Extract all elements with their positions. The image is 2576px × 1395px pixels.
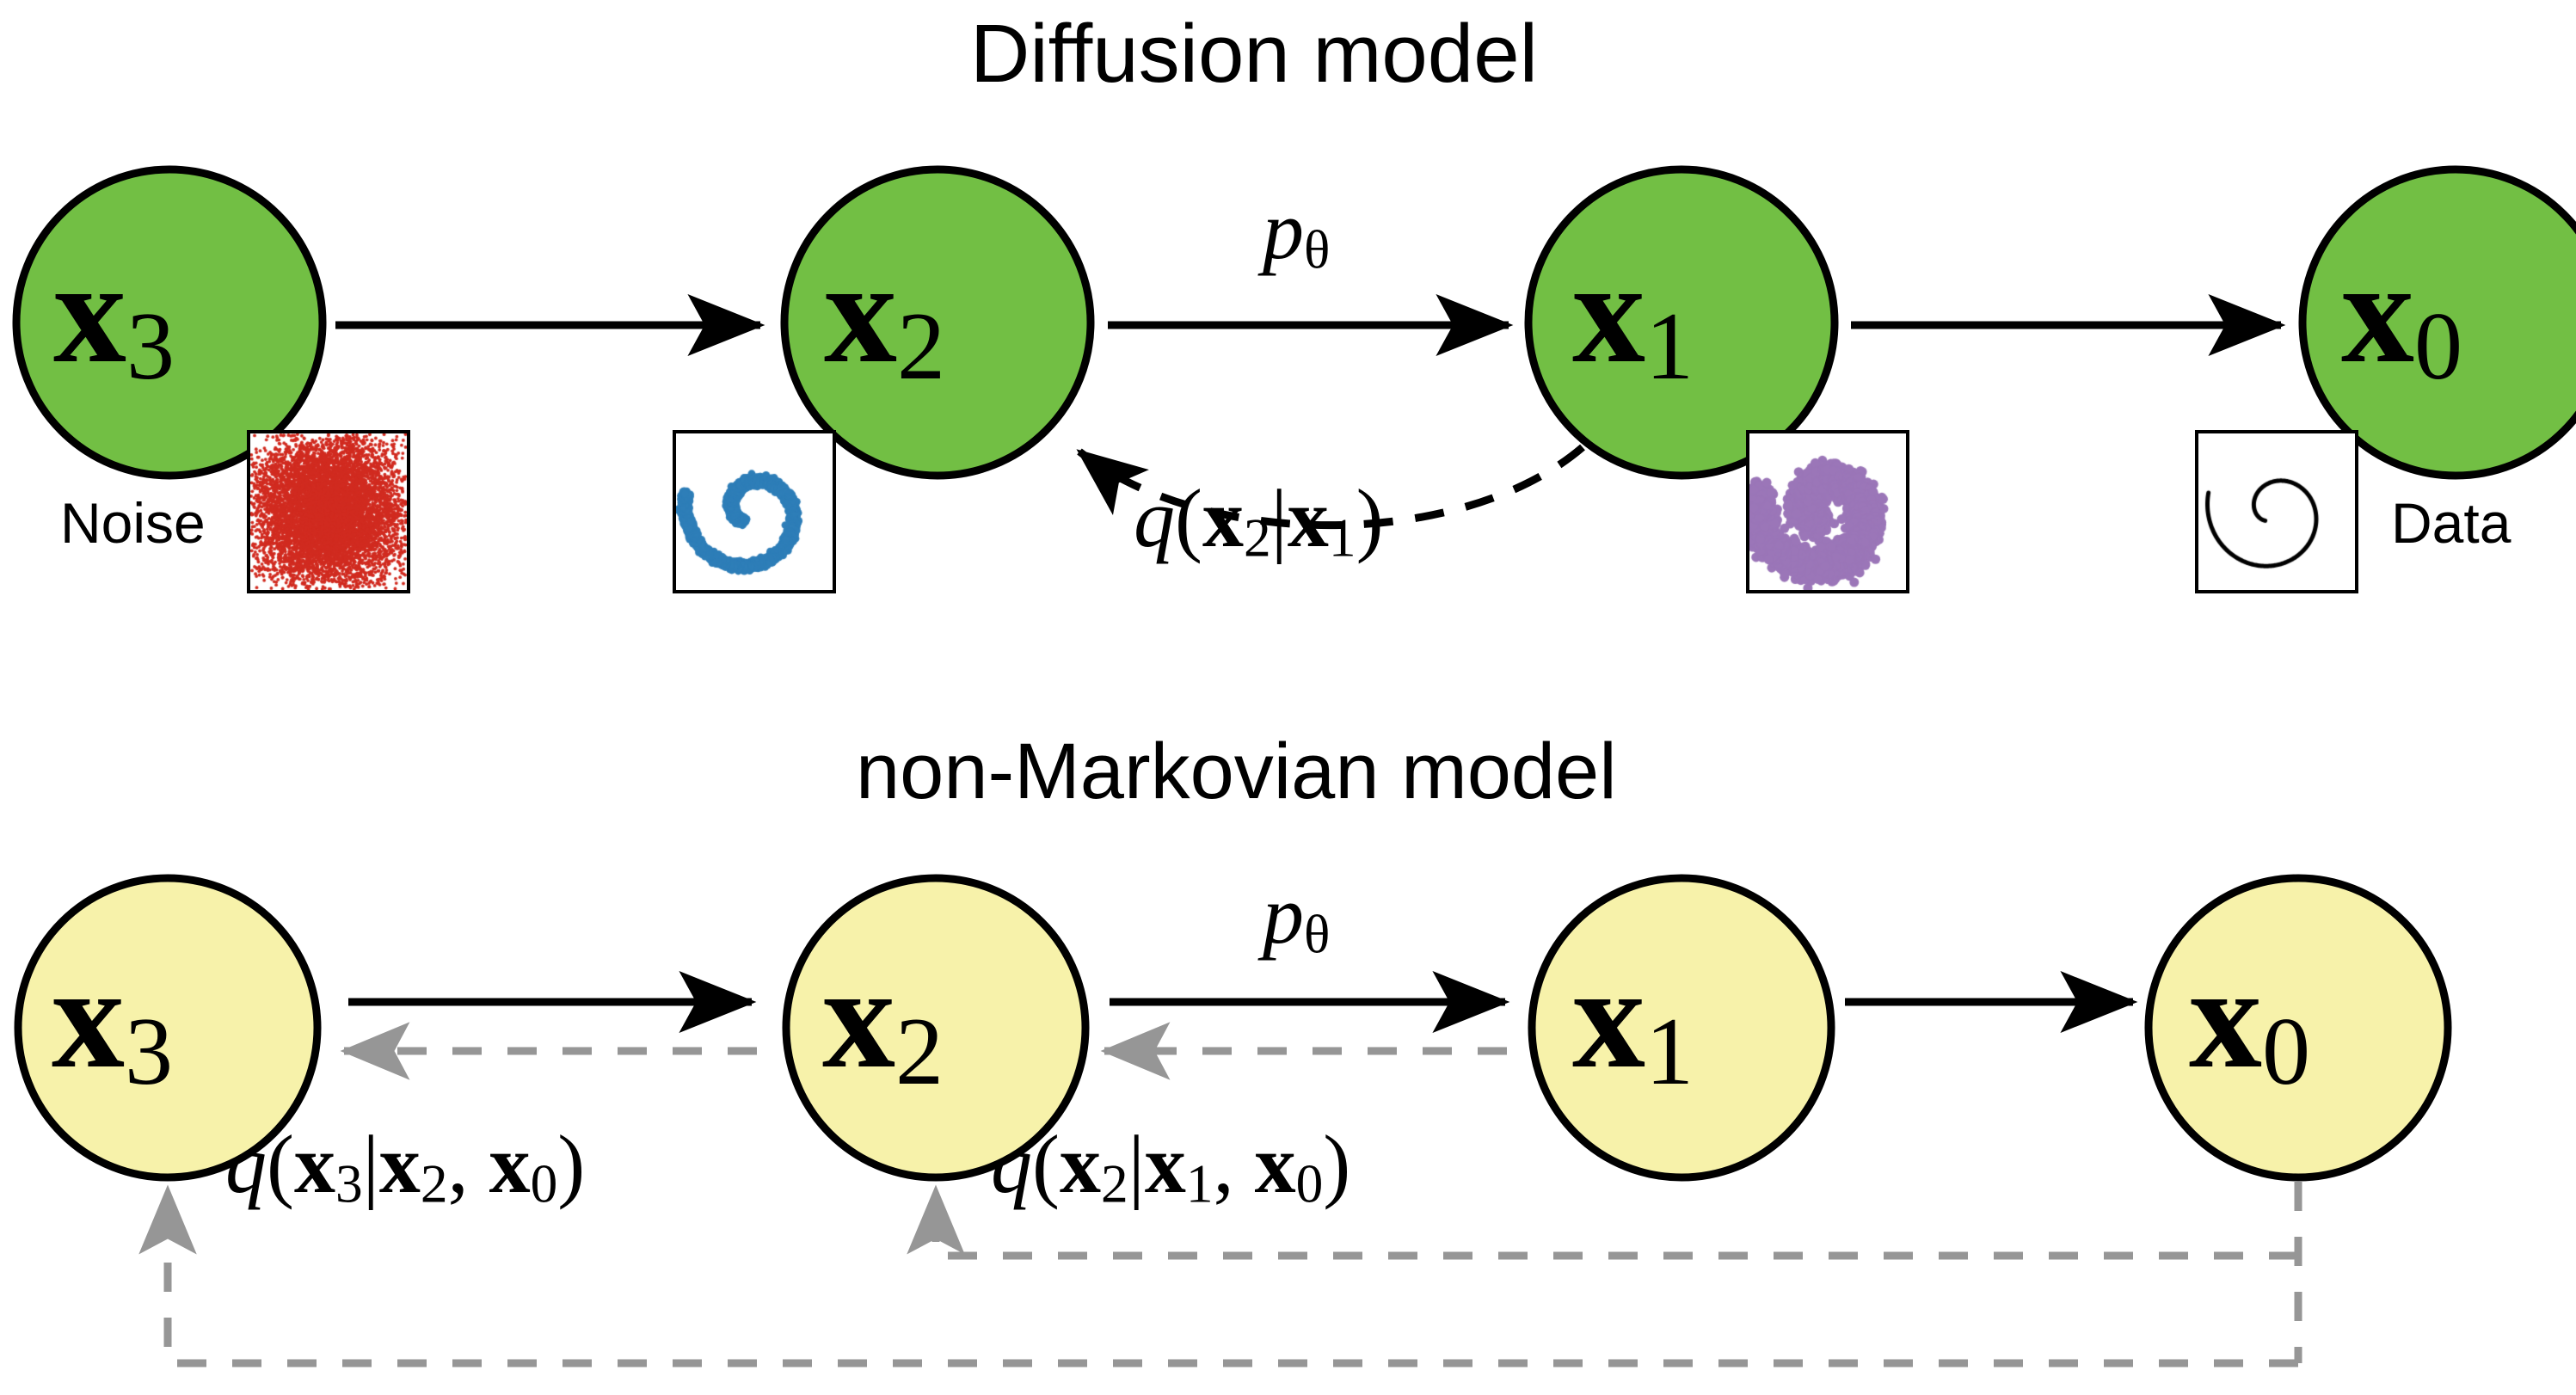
q3-arg3-var: x: [1254, 1118, 1296, 1210]
lparen-3: (: [1032, 1118, 1060, 1210]
node-sub-x3: 3: [126, 293, 175, 401]
q2-arg3-var: x: [489, 1118, 531, 1210]
node-sub-nx1: 1: [1645, 999, 1694, 1106]
q3-arg2-var: x: [1144, 1118, 1186, 1210]
noise-sample-image: [250, 433, 407, 590]
comma-2: ,: [447, 1118, 469, 1210]
edge-label-p-theta-bottom: pθ: [1263, 874, 1330, 962]
q1-arg1-sub: 2: [1243, 507, 1271, 568]
q2-arg3-sub: 0: [530, 1153, 558, 1214]
node-sub-x0: 0: [2414, 293, 2463, 401]
node-var-nx3: x: [52, 937, 125, 1098]
q2-arg2-var: x: [378, 1118, 421, 1210]
spiral-black-thumbnail-box: [2195, 430, 2358, 593]
q2-arg1-sub: 3: [335, 1153, 363, 1214]
node-x2-circle[interactable]: [780, 165, 1095, 480]
feedback-rail-lower-to-x3: [138, 1184, 2298, 1367]
cond-bar-3: |: [1128, 1118, 1145, 1210]
node-label-x3: x3: [53, 239, 175, 395]
node-nx3-circle[interactable]: [14, 874, 322, 1182]
diffusion-panel-title: Diffusion model: [970, 8, 1538, 100]
node-x0-circle[interactable]: [2298, 165, 2576, 480]
q3-arg2-sub: 1: [1185, 1153, 1214, 1214]
node-nx0-circle[interactable]: [2144, 874, 2452, 1182]
cond-bar-2: |: [362, 1118, 379, 1210]
q1-arg2-var: x: [1287, 472, 1329, 564]
node-var-nx2: x: [822, 937, 895, 1098]
node-label-nx2: x2: [822, 944, 944, 1100]
node-var-nx0: x: [2189, 937, 2262, 1098]
spiral-black-sample-image: [2198, 433, 2355, 590]
p-symbol-bottom: p: [1263, 869, 1304, 961]
node-var-x0: x: [2341, 231, 2414, 393]
q1-arg1-var: x: [1202, 472, 1244, 564]
node-nx2-circle[interactable]: [782, 874, 1090, 1182]
spiral-blue-sample-image: [676, 433, 833, 590]
edge-label-q-x2-given-x1-x0: q(x2|x1, x0): [991, 1123, 1350, 1212]
cond-bar-1: |: [1270, 472, 1288, 564]
caption-noise: Noise: [60, 491, 206, 555]
node-label-nx0: x0: [2189, 944, 2310, 1100]
node-var-x3: x: [53, 231, 126, 393]
spiral-purple-sample-image: [1749, 433, 1906, 590]
q3-arg1-sub: 2: [1100, 1153, 1128, 1214]
edge-label-q-x3-given-x2-x0: q(x3|x2, x0): [225, 1123, 585, 1212]
node-sub-nx0: 0: [2262, 999, 2311, 1106]
p-symbol-top: p: [1263, 184, 1304, 276]
q-symbol-2: q: [225, 1118, 267, 1210]
node-var-nx1: x: [1572, 937, 1645, 1098]
node-label-x2: x2: [824, 239, 945, 395]
feedback-rail-upper-to-x2: [907, 1184, 2298, 1260]
caption-data: Data: [2391, 491, 2511, 555]
non-markovian-panel-title: non-Markovian model: [856, 728, 1617, 815]
q2-arg2-sub: 2: [420, 1153, 448, 1214]
q2-arg1-var: x: [293, 1118, 335, 1210]
comma-3: ,: [1213, 1118, 1234, 1210]
q-symbol-3: q: [991, 1118, 1032, 1210]
node-label-nx1: x1: [1572, 944, 1694, 1100]
q-symbol-1: q: [1134, 472, 1175, 564]
node-sub-nx3: 3: [125, 999, 174, 1106]
node-sub-nx2: 2: [895, 999, 944, 1106]
q3-arg3-sub: 0: [1295, 1153, 1324, 1214]
node-sub-x2: 2: [897, 293, 946, 401]
node-x1-circle[interactable]: [1524, 165, 1839, 480]
edge-label-p-theta-top: pθ: [1263, 189, 1330, 278]
edge-q-x1-to-x2-dashed: [1076, 444, 1585, 530]
diffusion-panel-graphics: [12, 165, 2576, 530]
node-sub-x1: 1: [1645, 293, 1694, 401]
lparen-1: (: [1175, 472, 1202, 564]
non-markovian-panel-graphics: [14, 874, 2452, 1367]
rparen-3: ): [1323, 1118, 1351, 1210]
node-label-nx3: x3: [52, 944, 173, 1100]
noise-thumbnail-box: [247, 430, 410, 593]
node-label-x1: x1: [1572, 239, 1694, 395]
edge-label-q-x2-given-x1: q(x2|x1): [1134, 477, 1384, 566]
node-x3-circle[interactable]: [12, 165, 327, 480]
lparen-2: (: [267, 1118, 294, 1210]
rparen-1: ): [1356, 472, 1384, 564]
node-var-x2: x: [824, 231, 897, 393]
theta-symbol-top: θ: [1304, 219, 1331, 280]
q1-arg2-sub: 1: [1328, 507, 1356, 568]
node-nx1-circle[interactable]: [1528, 874, 1835, 1182]
spiral-blue-thumbnail-box: [673, 430, 836, 593]
q3-arg1-var: x: [1059, 1118, 1101, 1210]
node-label-x0: x0: [2341, 239, 2462, 395]
node-var-x1: x: [1572, 231, 1645, 393]
rparen-2: ): [557, 1118, 586, 1210]
spiral-purple-thumbnail-box: [1746, 430, 1909, 593]
theta-symbol-bottom: θ: [1304, 904, 1331, 965]
